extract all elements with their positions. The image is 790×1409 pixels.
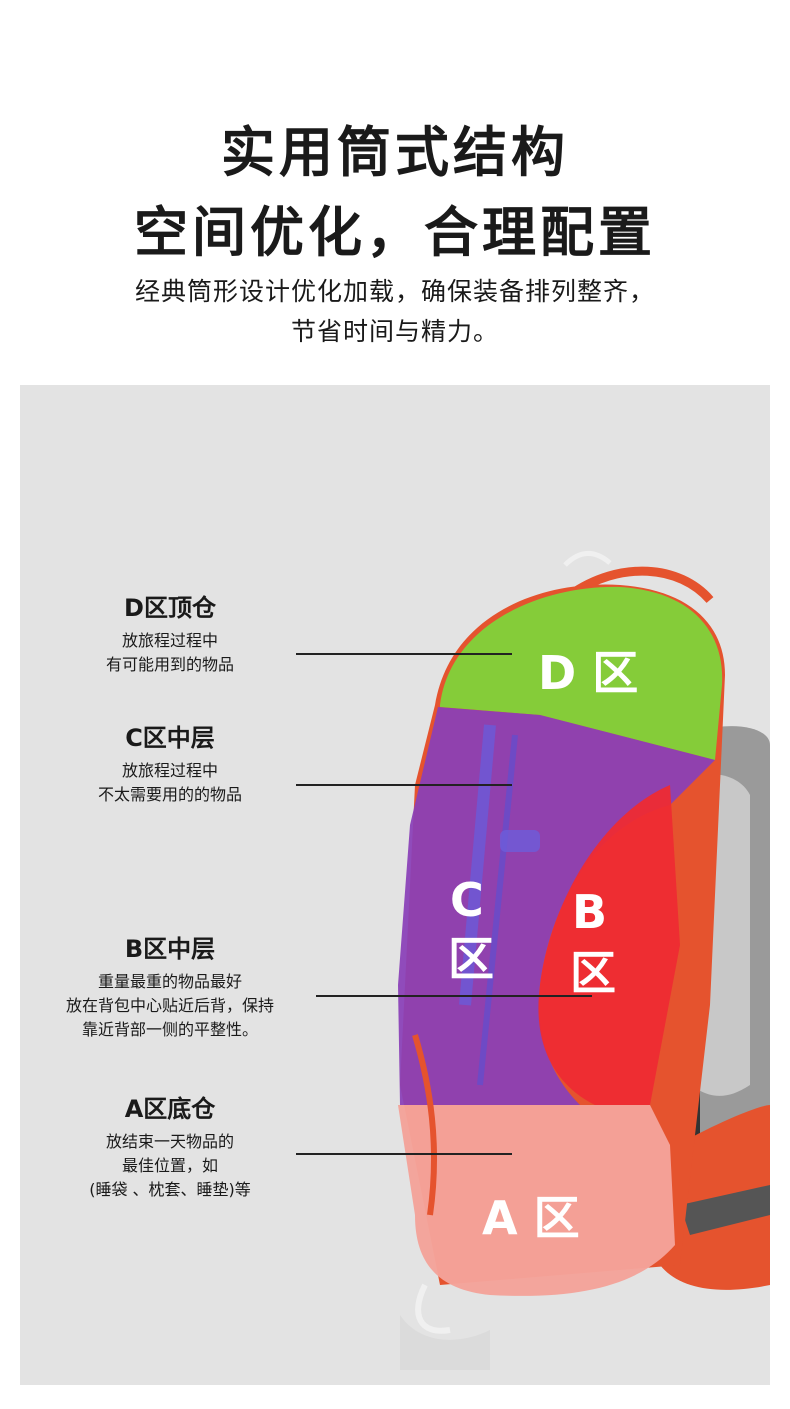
zone-d-leader-line bbox=[296, 653, 512, 655]
zone-a-overlay-label: A 区 bbox=[482, 1191, 580, 1245]
zone-d-callout: D区顶仓 放旅程过程中 有可能用到的物品 bbox=[40, 588, 300, 677]
headline-line-1: 实用筒式结构 bbox=[221, 121, 569, 184]
zone-c-desc-1: 放旅程过程中 bbox=[121, 761, 218, 780]
zone-a-region bbox=[398, 1105, 675, 1296]
zone-a-desc-1: 放结束一天物品的 bbox=[105, 1132, 234, 1151]
zone-a-title: A区底仓 bbox=[124, 1095, 216, 1123]
zone-a-desc-2: 最佳位置，如 bbox=[121, 1156, 218, 1175]
zone-b-overlay-char: 区 bbox=[570, 946, 616, 1000]
zone-b-desc-3: 靠近背部一侧的平整性。 bbox=[81, 1020, 258, 1039]
zone-c-leader-line bbox=[296, 784, 512, 786]
zone-d-title: D区顶仓 bbox=[124, 594, 216, 622]
backpack-illustration bbox=[398, 551, 770, 1370]
zone-c-callout: C区中层 放旅程过程中 不太需要用的的物品 bbox=[40, 718, 300, 807]
zone-d-overlay-label: D 区 bbox=[538, 646, 639, 700]
zone-b-leader-line bbox=[316, 995, 592, 997]
zone-c-desc-2: 不太需要用的的物品 bbox=[97, 785, 242, 804]
zone-b-desc-1: 重量最重的物品最好 bbox=[97, 972, 242, 991]
zone-c-overlay-letter: C bbox=[450, 873, 484, 927]
zone-d-desc-2: 有可能用到的物品 bbox=[105, 655, 234, 674]
zone-d-desc-1: 放旅程过程中 bbox=[121, 631, 218, 650]
zone-a-callout: A区底仓 放结束一天物品的 最佳位置，如 (睡袋 、枕套、睡垫)等 bbox=[40, 1089, 300, 1202]
backpack-diagram-panel: D 区 C 区 B 区 A 区 D区顶仓 放旅程过程中 有可能用到的物品 C区中… bbox=[20, 385, 770, 1385]
zone-c-overlay-char: 区 bbox=[448, 932, 494, 986]
zone-b-callout: B区中层 重量最重的物品最好 放在背包中心贴近后背，保持 靠近背部一侧的平整性。 bbox=[40, 929, 300, 1042]
zone-b-title: B区中层 bbox=[124, 935, 216, 963]
zone-b-desc-2: 放在背包中心贴近后背，保持 bbox=[65, 996, 274, 1015]
headline-line-2: 空间优化，合理配置 bbox=[134, 201, 656, 264]
zone-b-region bbox=[538, 785, 680, 1105]
zone-a-desc-3: (睡袋 、枕套、睡垫)等 bbox=[89, 1180, 251, 1199]
zone-d-region bbox=[440, 586, 723, 760]
zone-c-title: C区中层 bbox=[125, 724, 215, 752]
subtitle-line-1: 经典筒形设计优化加载，确保装备排列整齐， bbox=[134, 277, 655, 306]
zone-b-overlay-letter: B bbox=[572, 885, 608, 939]
subtitle-line-2: 节省时间与精力。 bbox=[290, 317, 499, 346]
zone-a-leader-line bbox=[296, 1153, 512, 1155]
